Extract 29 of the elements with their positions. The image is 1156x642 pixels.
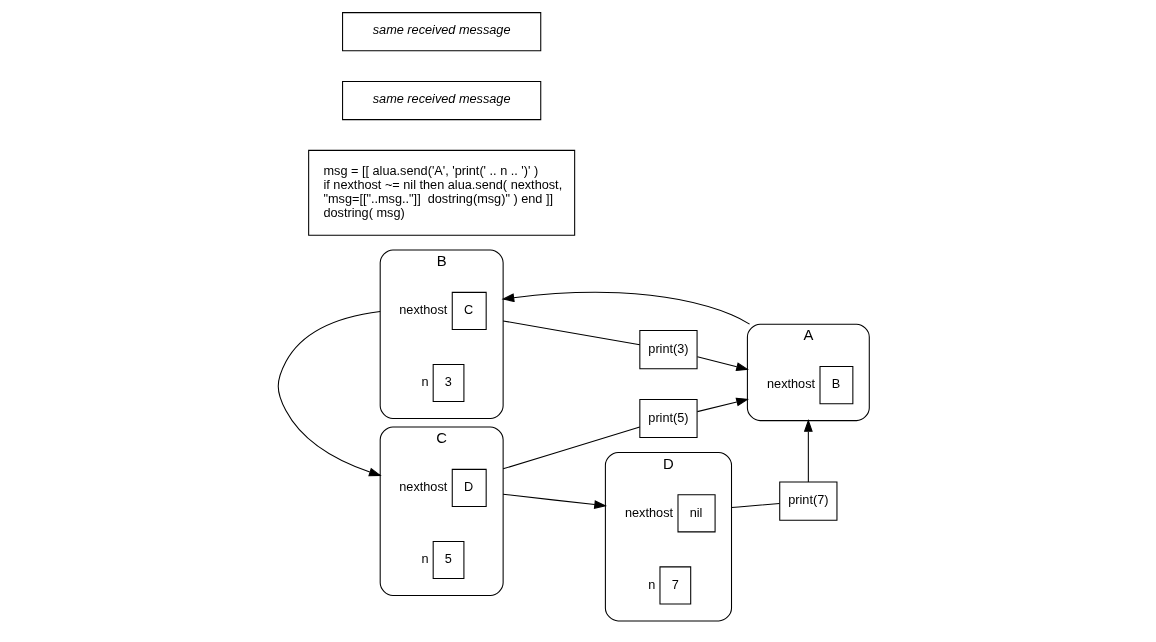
node-box: print(3) [639, 330, 698, 370]
node-label: nexthost [767, 376, 816, 392]
node-box: B [819, 366, 854, 405]
node-box: print(7) [779, 481, 838, 521]
node-box: same received message [342, 80, 542, 121]
arrow [696, 356, 749, 371]
node-box: C [451, 291, 487, 330]
node-box: msg = [[ alua.send('A', 'print(' .. n .. ')' ) if nexthost ~= nil then alua.send( nexthost, "msg=[["..msg.."]] dostring(msg)" ) end ]] dostring( msg) [308, 149, 576, 236]
arrow [696, 397, 749, 413]
arrow [803, 419, 813, 483]
arrow [502, 493, 607, 509]
connector [731, 503, 780, 509]
node-label: n [648, 576, 656, 592]
arrow [501, 291, 751, 325]
node-box: same received message [342, 12, 542, 52]
node-box: 7 [659, 566, 692, 605]
node-box: 3 [432, 363, 465, 403]
node-box: print(5) [639, 398, 698, 439]
node-box: 5 [432, 540, 465, 580]
node-label: nexthost [399, 479, 448, 495]
node-box: D [451, 468, 487, 507]
node-label: n [421, 374, 429, 390]
arrow [277, 310, 382, 477]
node-label: nexthost [399, 302, 448, 318]
node-label: n [421, 551, 429, 567]
node-box: nil [677, 494, 716, 533]
node-label: nexthost [625, 504, 674, 520]
connector [502, 426, 641, 470]
connector [502, 320, 641, 346]
